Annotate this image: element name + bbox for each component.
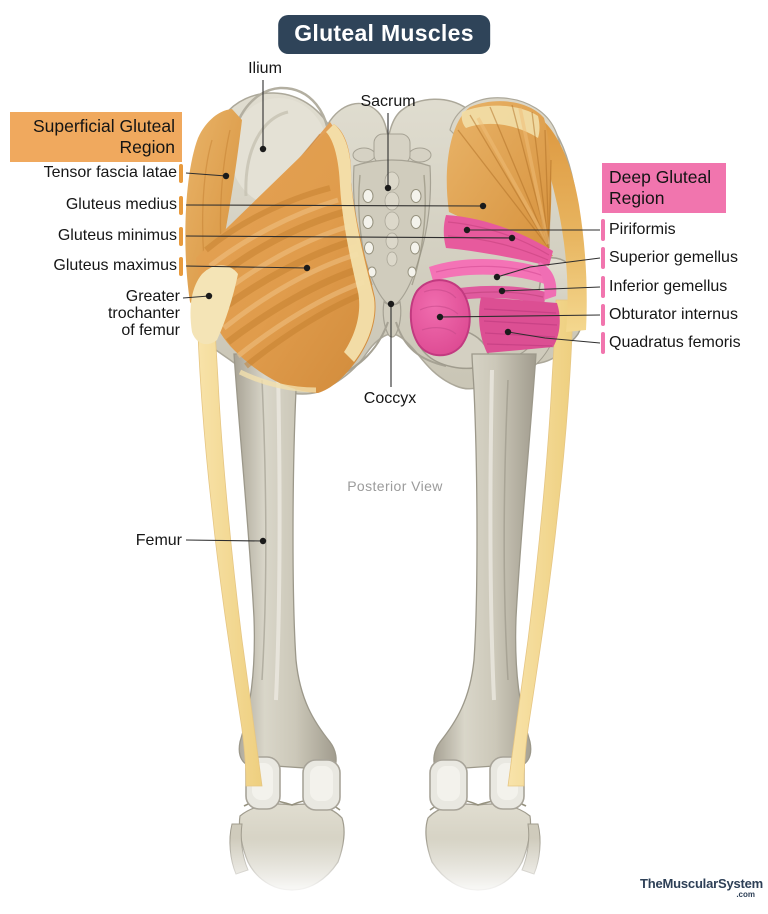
watermark-tld: .com: [736, 890, 755, 899]
fade-overlay: [170, 838, 610, 914]
tick-superior-gemellus: [601, 247, 605, 269]
left-it-band: [196, 299, 263, 787]
sacral-foramina: [362, 189, 422, 278]
label-gluteus-maximus: Gluteus maximus: [53, 257, 177, 274]
tick-piriformis: [601, 219, 605, 241]
right-it-band: [507, 299, 574, 787]
left-femur: [233, 353, 337, 771]
label-ilium: Ilium: [248, 60, 282, 77]
label-tensor-fascia-latae: Tensor fascia latae: [43, 164, 177, 181]
label-piriformis: Piriformis: [609, 221, 676, 238]
superficial-muscles: [185, 109, 376, 393]
tick-gluteus-minimus: [179, 227, 183, 246]
tick-quadratus-femoris: [601, 332, 605, 354]
watermark: TheMuscularSystem .com: [640, 875, 763, 899]
label-obturator-internus: Obturator internus: [609, 306, 738, 323]
tick-inferior-gemellus: [601, 276, 605, 298]
label-gluteus-medius: Gluteus medius: [65, 196, 177, 213]
label-inferior-gemellus: Inferior gemellus: [609, 278, 728, 295]
label-gluteus-minimus: Gluteus minimus: [57, 227, 177, 244]
label-superior-gemellus: Superior gemellus: [609, 249, 738, 266]
tick-gluteus-maximus: [179, 257, 183, 276]
deep-region-heading: Deep Gluteal Region: [602, 163, 726, 213]
label-femur: Femur: [135, 532, 182, 549]
label-quadratus-femoris: Quadratus femoris: [609, 334, 741, 351]
watermark-brand: TheMuscularSystem: [640, 876, 764, 891]
label-greater-trochanter: Greater trochanter of femur: [107, 288, 180, 339]
label-coccyx: Coccyx: [363, 390, 417, 407]
superficial-region-heading: Superficial Gluteal Region: [10, 112, 182, 162]
leader-dots: [205, 145, 516, 545]
tick-obturator-internus: [601, 304, 605, 326]
right-femur: [433, 353, 537, 771]
tick-gluteus-medius: [179, 196, 183, 215]
leader-lines: [182, 80, 601, 542]
view-caption: Posterior View: [347, 478, 443, 494]
deep-muscles: [409, 101, 587, 357]
tick-tensor-fascia-latae: [179, 164, 183, 183]
label-sacrum: Sacrum: [360, 93, 416, 110]
page-title: Gluteal Muscles: [278, 15, 490, 54]
